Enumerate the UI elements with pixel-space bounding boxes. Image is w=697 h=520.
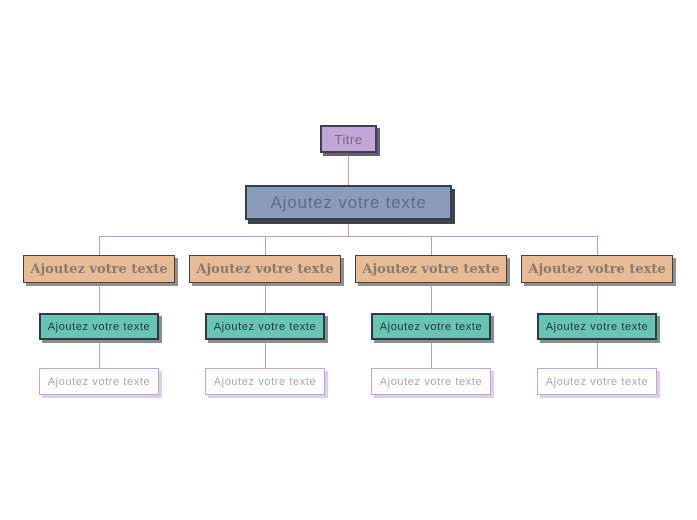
level1-box[interactable]: Ajoutez votre texte	[521, 255, 673, 283]
level1-box[interactable]: Ajoutez votre texte	[23, 255, 175, 283]
level1-box[interactable]: Ajoutez votre texte	[355, 255, 507, 283]
connector-branch-3-level2-3	[431, 340, 432, 368]
level3-box[interactable]: Ajoutez votre texte	[39, 368, 159, 395]
connector-bus-horizontal	[99, 236, 597, 237]
connector-branch-1-level1-2	[99, 283, 100, 313]
level1-box[interactable]: Ajoutez votre texte	[189, 255, 341, 283]
level2-box[interactable]: Ajoutez votre texte	[371, 313, 491, 340]
connector-branch-4-level2-3	[597, 340, 598, 368]
connector-branch-3-level1-2	[431, 283, 432, 313]
title-box[interactable]: Titre	[320, 125, 377, 153]
connector-bus-to-branch-3	[431, 236, 432, 255]
connector-branch-2-level2-3	[265, 340, 266, 368]
connector-branch-4-level1-2	[597, 283, 598, 313]
connector-bus-to-branch-2	[265, 236, 266, 255]
root-box[interactable]: Ajoutez votre texte	[245, 185, 452, 220]
level3-box[interactable]: Ajoutez votre texte	[371, 368, 491, 395]
connector-bus-to-branch-4	[597, 236, 598, 255]
connector-root-to-bus	[348, 220, 349, 236]
connector-bus-to-branch-1	[99, 236, 100, 255]
connector-title-to-root	[348, 153, 349, 185]
level2-box[interactable]: Ajoutez votre texte	[537, 313, 657, 340]
level3-box[interactable]: Ajoutez votre texte	[205, 368, 325, 395]
level2-box[interactable]: Ajoutez votre texte	[39, 313, 159, 340]
connector-branch-2-level1-2	[265, 283, 266, 313]
level3-box[interactable]: Ajoutez votre texte	[537, 368, 657, 395]
level2-box[interactable]: Ajoutez votre texte	[205, 313, 325, 340]
connector-branch-1-level2-3	[99, 340, 100, 368]
